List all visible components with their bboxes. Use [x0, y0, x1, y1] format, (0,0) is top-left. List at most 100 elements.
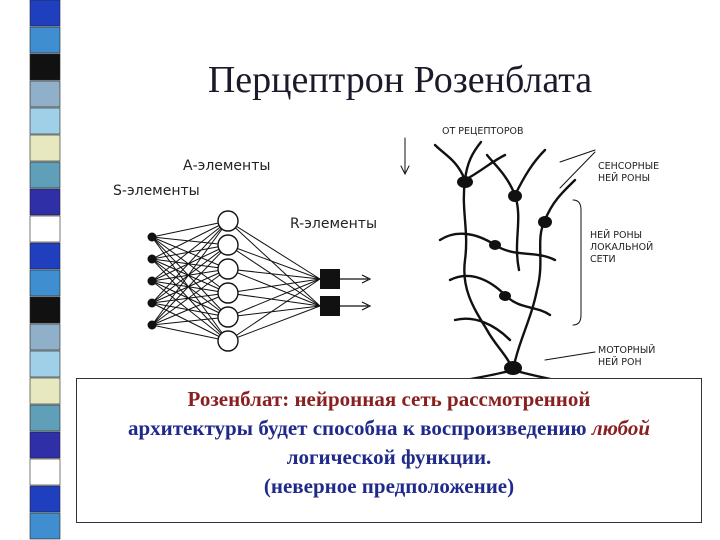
slide-title: Перцептрон Розенблата	[207, 59, 593, 101]
sensory-neurons-line2: НЕЙ РОНЫ	[598, 173, 651, 184]
caption-emphasis: любой	[591, 416, 651, 440]
a-r-connection	[227, 244, 321, 307]
stripe-square	[29, 323, 61, 351]
a-r-connection	[227, 268, 321, 280]
local-neurons-line3: СЕТИ	[590, 254, 616, 265]
a-element	[217, 330, 239, 352]
s-a-connection	[151, 302, 229, 318]
a-element	[217, 282, 239, 304]
decorative-stripe	[29, 0, 61, 540]
s-a-connection	[151, 268, 229, 304]
s-a-connection	[151, 220, 229, 260]
a-r-connection	[227, 292, 321, 307]
motor-neuron-line2: НЕЙ РОН	[598, 357, 642, 368]
stripe-square	[29, 431, 61, 459]
s-a-connection	[151, 302, 229, 342]
stripe-square	[29, 485, 61, 513]
s-a-connection	[151, 258, 229, 294]
local-neurons-line1: НЕЙ РОНЫ	[590, 230, 643, 241]
s-a-connection	[151, 236, 229, 294]
a-element	[217, 234, 239, 256]
stripe-square	[29, 26, 61, 54]
r-element	[320, 296, 340, 316]
s-a-connection	[151, 258, 229, 342]
caption-line-3: логической функции.	[286, 445, 492, 469]
stripe-square	[29, 458, 61, 486]
caption-line-2-text: архитектуры будет способна к воспроизвед…	[127, 416, 592, 440]
stripe-square	[29, 512, 61, 540]
s-a-connection	[151, 220, 229, 282]
s-a-connection	[151, 292, 229, 304]
s-a-connection	[151, 268, 229, 326]
s-element	[147, 320, 157, 330]
s-a-connection	[151, 220, 229, 326]
s-a-connection	[151, 236, 229, 270]
stripe-square	[29, 377, 61, 405]
a-element	[217, 306, 239, 328]
from-receptors-label: ОТ РЕЦЕПТОРОВ	[442, 126, 524, 137]
a-r-connection	[227, 278, 321, 294]
s-element	[147, 254, 157, 264]
motor-neuron-label: МОТОРНЫЙ НЕЙ РОН	[598, 345, 655, 369]
caption-line-1: Розенблат: нейронная сеть рассмотренной	[187, 387, 591, 411]
a-r-connection	[227, 268, 321, 307]
s-a-connection	[151, 244, 229, 282]
biological-neural-network-sketch	[400, 137, 596, 384]
a-r-connection	[227, 278, 321, 318]
s-element	[147, 276, 157, 286]
s-a-connection	[151, 220, 229, 238]
a-element	[217, 210, 239, 232]
local-neurons-line2: ЛОКАЛЬНОЙ	[590, 242, 654, 253]
stripe-square	[29, 296, 61, 324]
s-a-connection	[151, 236, 229, 246]
a-r-connection	[227, 305, 321, 342]
stripe-square	[29, 242, 61, 270]
s-a-connection	[151, 244, 229, 260]
perceptron-diagram	[147, 210, 372, 352]
stripe-square	[29, 269, 61, 297]
a-r-connection	[227, 305, 321, 318]
stripe-square	[29, 404, 61, 432]
stripe-square	[29, 0, 61, 27]
stripe-square	[29, 134, 61, 162]
stripe-square	[29, 107, 61, 135]
s-a-connection	[151, 292, 229, 326]
neuron-drawing	[400, 137, 596, 384]
s-a-connection	[151, 220, 229, 304]
s-a-connection	[151, 258, 229, 318]
a-r-connection	[227, 220, 321, 280]
output-arrowhead	[361, 274, 372, 284]
a-element	[217, 258, 239, 280]
stripe-square	[29, 215, 61, 243]
stripe-square	[29, 53, 61, 81]
a-r-connection	[227, 244, 321, 280]
stripe-square	[29, 161, 61, 189]
stripe-square	[29, 80, 61, 108]
caption-box: Розенблат: нейронная сеть рассмотренной …	[76, 378, 702, 523]
r-element	[320, 269, 340, 289]
r-elements-label: R-элементы	[290, 216, 377, 232]
motor-neuron-line1: МОТОРНЫЙ	[598, 345, 656, 356]
s-a-connection	[151, 324, 229, 342]
stripe-square	[29, 188, 61, 216]
sensory-neurons-label: СЕНСОРНЫЕ НЕЙ РОНЫ	[598, 161, 659, 185]
s-a-connection	[151, 280, 229, 294]
s-element	[147, 298, 157, 308]
s-element	[147, 232, 157, 242]
caption-line-4: (неверное предположение)	[263, 474, 515, 498]
s-a-connection	[151, 258, 229, 270]
local-network-neurons-label: НЕЙ РОНЫ ЛОКАЛЬНОЙ СЕТИ	[590, 230, 653, 266]
s-a-connection	[151, 316, 229, 326]
a-r-connection	[227, 278, 321, 342]
s-a-connection	[151, 280, 229, 318]
a-elements-label: А-элементы	[183, 158, 271, 174]
sensory-neurons-line1: СЕНСОРНЫЕ	[598, 161, 660, 172]
stripe-square	[29, 350, 61, 378]
s-a-connection	[151, 236, 229, 318]
s-a-connection	[151, 268, 229, 282]
s-a-connection	[151, 244, 229, 304]
s-a-connection	[151, 280, 229, 342]
s-a-connection	[151, 244, 229, 326]
caption-line-2: архитектуры будет способна к воспроизвед…	[77, 414, 701, 443]
a-r-connection	[227, 220, 321, 307]
